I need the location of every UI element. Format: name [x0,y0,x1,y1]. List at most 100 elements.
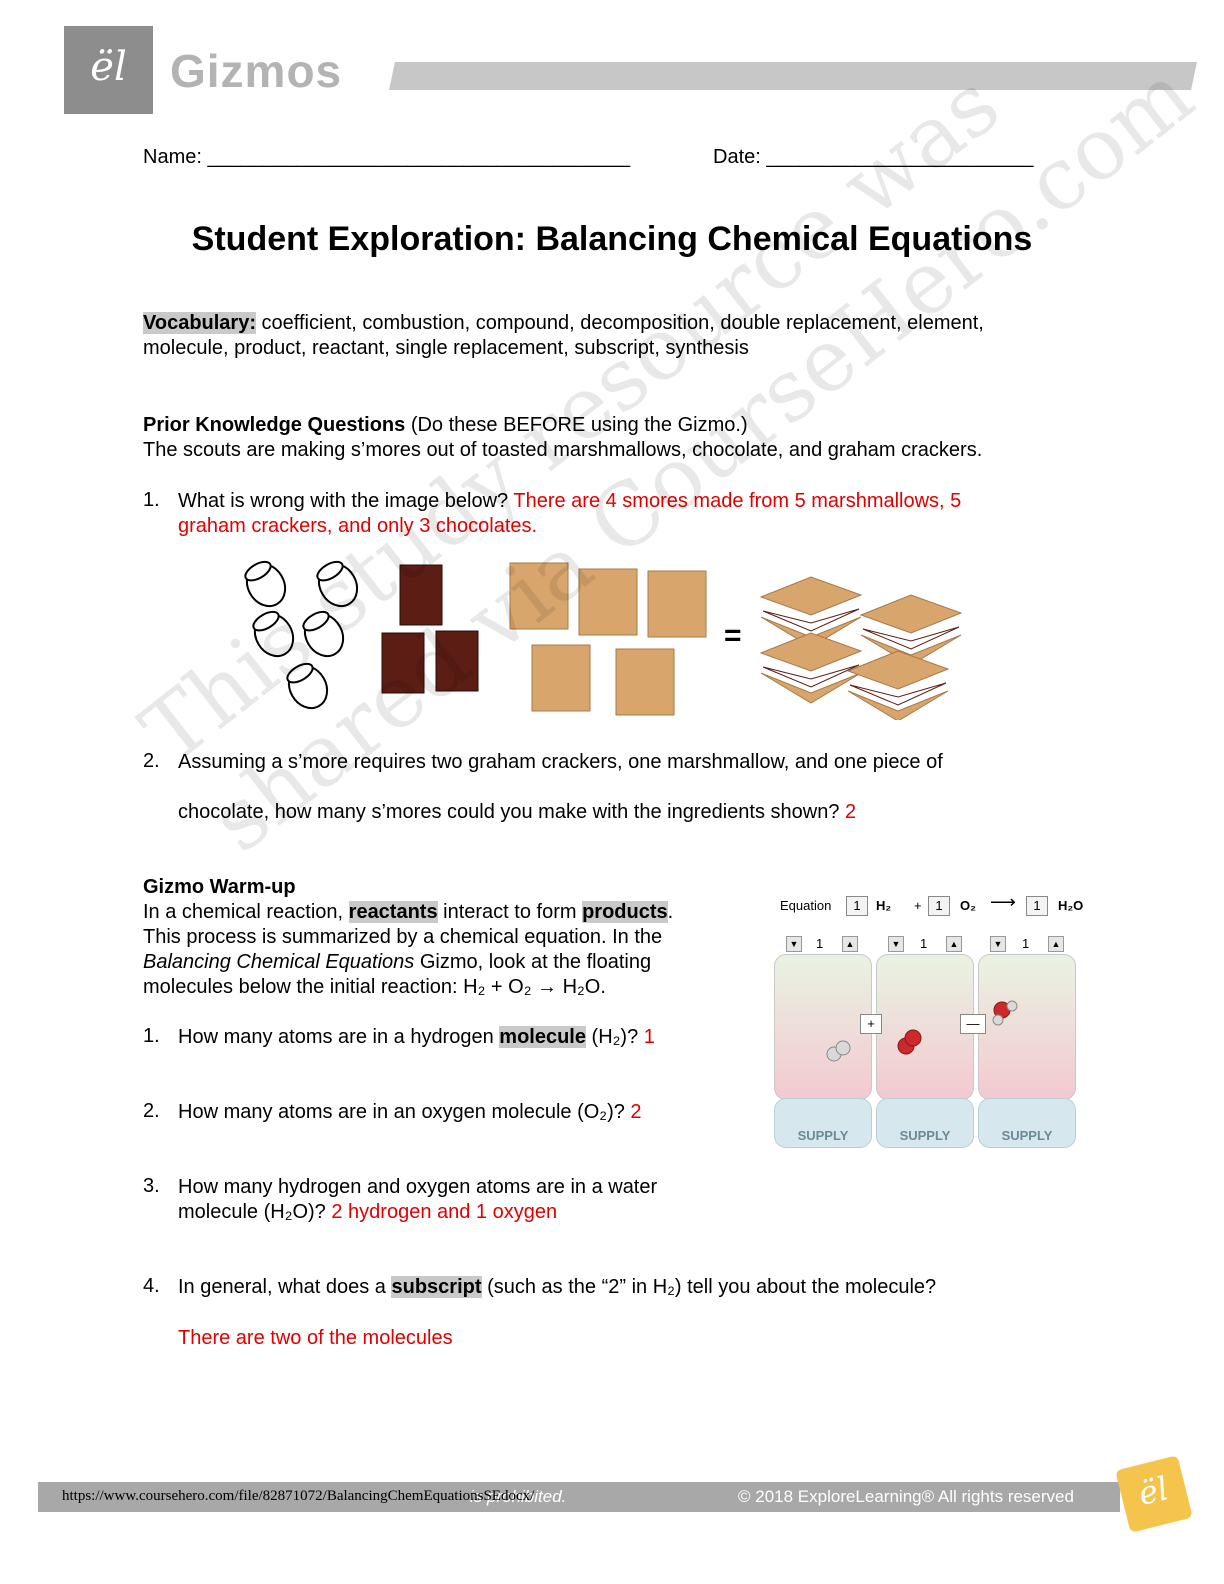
molecule-o2-label: O₂ [960,898,976,913]
explorelearning-logo: ël [64,26,153,114]
products-highlight: products [582,901,668,923]
vocabulary-line-1: coefficient, combustion, compound, decom… [256,312,984,334]
prior-knowledge-section: Prior Knowledge Questions (Do these BEFO… [143,413,1093,463]
question-text: (H₂)? [585,1026,644,1048]
supply-label: SUPPLY [797,1128,849,1143]
supply-bin-o2[interactable]: SUPPLY [876,1098,974,1148]
equals-sign: = [724,619,742,652]
chocolate-bar [399,564,443,626]
warmup-text: interact to form [437,901,583,923]
gizmo-screenshot: Equation 1 H₂ + 1 O₂ ⟶ 1 H₂O ▼ 1 ▲ ▼ 1 ▲… [770,888,1090,1158]
molecule-count: 1 [816,936,824,951]
marshmallows [244,560,359,710]
answer-text: 2 [630,1101,642,1123]
molecule-highlight: molecule [499,1026,586,1048]
vocabulary-line-2: molecule, product, reactant, single repl… [143,337,749,359]
smore [846,650,950,720]
prior-knowledge-intro: The scouts are making s’mores out of toa… [143,439,983,461]
footer-copyright: © 2018 ExploreLearning® All rights reser… [738,1487,1074,1506]
reaction-arrow-icon: ⟶ [990,892,1016,912]
prior-question-2: Assuming a s’more requires two graham cr… [178,750,1078,775]
coefficient-box-h2[interactable]: 1 [846,896,868,916]
question-text: What is wrong with the image below? [178,490,514,512]
footer-url-link[interactable]: https://www.coursehero.com/file/82871072… [62,1488,535,1504]
graham-cracker [615,648,675,716]
warmup-question-4: In general, what does a subscript (such … [178,1275,1078,1300]
h2o-molecule-icon [992,1000,1018,1026]
warmup-text: Gizmo, look at the floating [414,951,652,973]
decrease-arrow-icon[interactable]: ▼ [990,936,1006,952]
graham-crackers [509,562,707,716]
increase-arrow-icon[interactable]: ▲ [946,936,962,952]
graham-cracker [509,562,569,630]
reactant-column-o2 [876,954,974,1100]
chocolate-bar [435,630,479,692]
plus-button: + [860,1014,882,1034]
question-text-cont: molecule (H₂O)? [178,1201,332,1223]
answer-text: There are 4 smores made from 5 marshmall… [513,490,962,512]
warmup-heading: Gizmo Warm-up [143,876,296,898]
supply-bin-h2o[interactable]: SUPPLY [978,1098,1076,1148]
corner-logo: ël [1115,1455,1193,1533]
decrease-arrow-icon[interactable]: ▼ [888,936,904,952]
h2-molecule-icon [826,1040,851,1062]
question-number: 2. [143,750,160,772]
question-number: 4. [143,1275,160,1297]
molecule-h2o-label: H₂O [1058,898,1084,913]
brand-title: Gizmos [170,45,343,97]
molecule-count: 1 [1022,936,1030,951]
molecule-count: 1 [920,936,928,951]
supply-label: SUPPLY [1001,1128,1053,1143]
prior-question-1: What is wrong with the image below? Ther… [178,489,1078,539]
graham-cracker [578,568,638,636]
warmup-text: In a chemical reaction, [143,901,349,923]
warmup-text: molecules below the initial reaction: H₂… [143,976,606,998]
corner-logo-text: ël [1134,1469,1173,1514]
warmup-text: . [667,901,674,923]
footer-bar [38,1482,1120,1512]
decrease-arrow-icon[interactable]: ▼ [786,936,802,952]
header-bar [389,62,1197,90]
vocabulary-section: Vocabulary: coefficient, combustion, com… [143,311,1083,361]
marshmallow [316,560,359,608]
warmup-question-3: How many hydrogen and oxygen atoms are i… [178,1175,738,1225]
question-text: Assuming a s’more requires two graham cr… [178,751,943,773]
answer-text: There are two of the molecules [178,1327,453,1349]
o2-molecule-icon [897,1029,922,1055]
name-field-label: Name: __________________________________… [143,146,631,168]
marshmallow [302,610,345,658]
footer-notice: is prohibited. [470,1487,567,1506]
question-number: 1. [143,489,160,511]
smores-illustration: = [244,560,963,720]
marshmallow [286,662,329,710]
coefficient-box-h2o[interactable]: 1 [1026,896,1048,916]
smore [759,632,863,704]
supply-label: SUPPLY [899,1128,951,1143]
supply-bin-h2[interactable]: SUPPLY [774,1098,872,1148]
question-text: How many atoms are in a hydrogen [178,1026,500,1048]
marshmallow [252,610,295,658]
warmup-question-2: How many atoms are in an oxygen molecule… [178,1100,642,1125]
marshmallow [244,560,287,608]
date-field-label: Date: ________________________ [713,146,1034,168]
graham-cracker [531,644,591,712]
arrow-button: — [960,1014,986,1034]
question-number: 3. [143,1175,160,1197]
prior-question-2-cont: chocolate, how many s’mores could you ma… [178,800,1078,825]
coefficient-box-o2[interactable]: 1 [928,896,950,916]
prior-knowledge-heading: Prior Knowledge Questions [143,414,406,436]
graham-cracker [647,570,707,638]
question-text: (such as the “2” in H₂) tell you about t… [481,1276,937,1298]
warmup-text: This process is summarized by a chemical… [143,926,663,948]
question-text: How many atoms are in an oxygen molecule… [178,1101,631,1123]
increase-arrow-icon[interactable]: ▲ [1048,936,1064,952]
equation-label: Equation [780,898,832,913]
smore [859,594,963,666]
page-title: Student Exploration: Balancing Chemical … [191,220,1033,258]
increase-arrow-icon[interactable]: ▲ [842,936,858,952]
vocabulary-label: Vocabulary: [143,312,256,334]
answer-text: 2 hydrogen and 1 oxygen [331,1201,558,1223]
reactants-highlight: reactants [348,901,438,923]
question-number: 2. [143,1100,160,1122]
molecule-h2-label: H₂ [876,898,892,913]
